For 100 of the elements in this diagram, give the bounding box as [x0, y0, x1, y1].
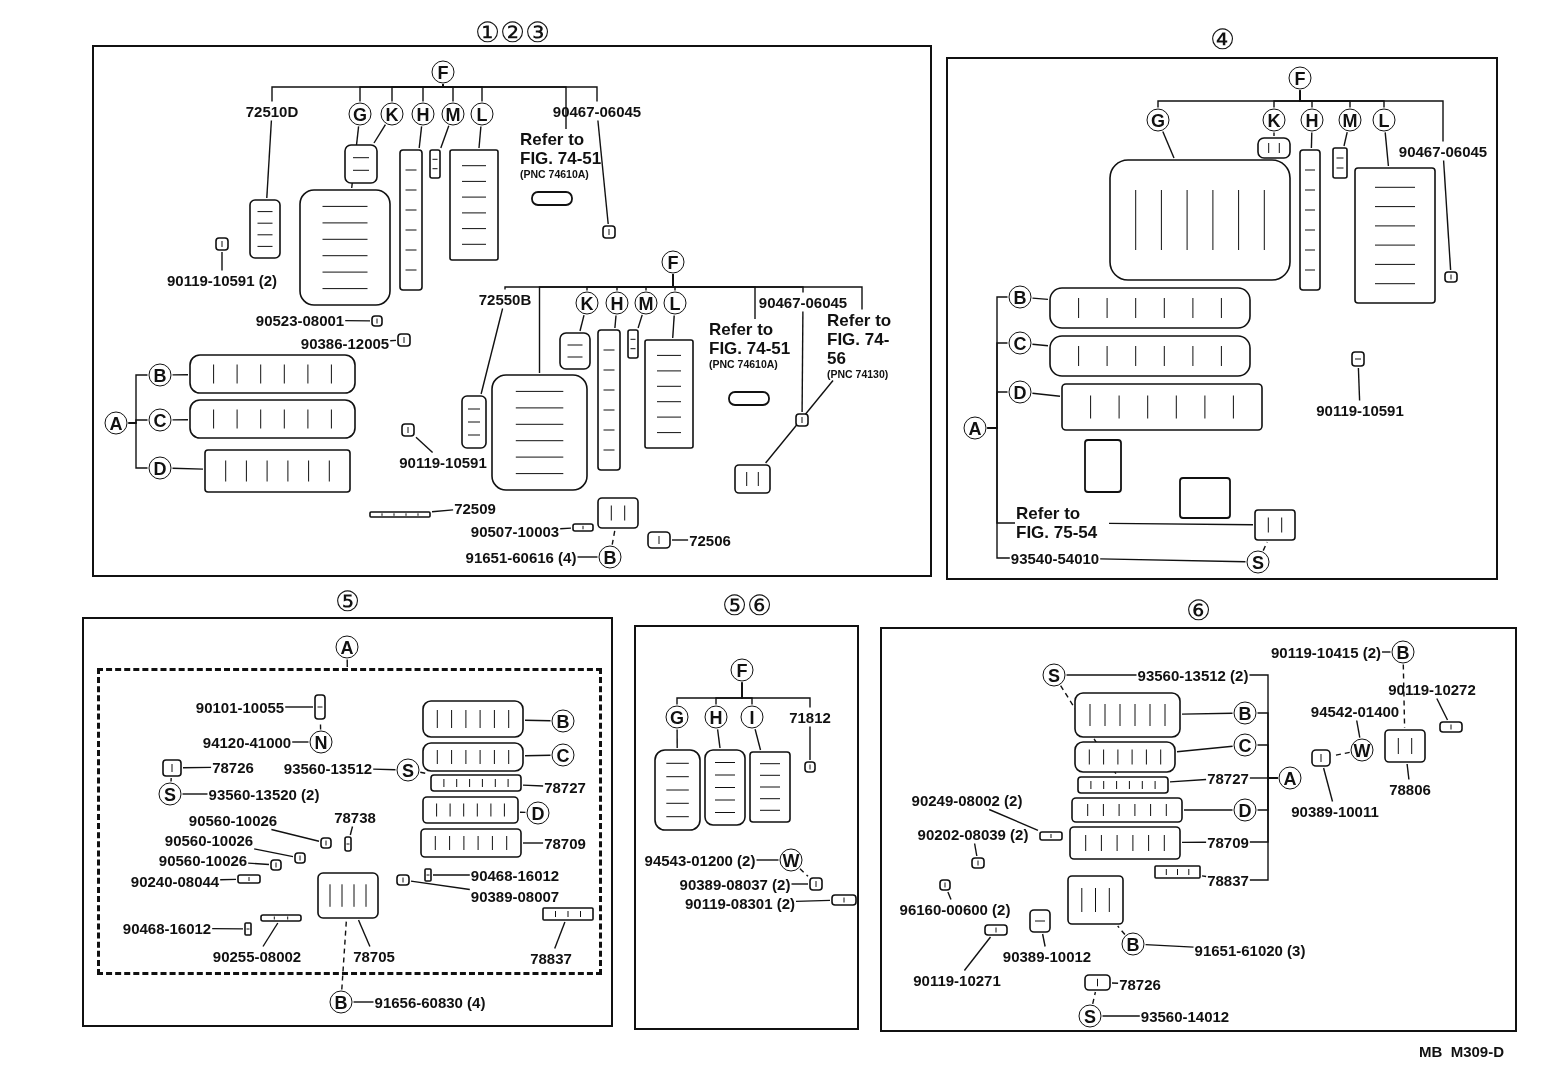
headrest-drawing — [1257, 137, 1291, 159]
part-number: 93560-14012 — [1140, 1007, 1230, 1025]
panel-heading: ⑤ — [335, 586, 360, 618]
seat-frame-drawing — [597, 329, 621, 471]
leader-line — [1031, 392, 1061, 397]
part-number: 90119-10272 — [1388, 680, 1476, 698]
back-board-drawing — [430, 774, 522, 792]
leader-line — [1356, 719, 1361, 739]
leader-line — [415, 436, 434, 454]
part-number: 78727 — [1207, 769, 1249, 787]
leader-line — [614, 314, 617, 329]
leader-line — [597, 119, 609, 225]
cushion-drawing — [1074, 692, 1181, 738]
fastener-icon — [809, 877, 823, 891]
part-number: 90560-10026 — [158, 851, 248, 869]
callout-letter: G — [665, 705, 689, 729]
part-number: 94543-01200 (2) — [644, 851, 756, 869]
leader-line — [671, 539, 689, 541]
cushion-drawing — [1074, 741, 1176, 773]
part-number: 90249-08002 (2) — [911, 791, 1023, 809]
part-number: 90523-08001 — [255, 311, 345, 329]
part-number: 90240-08044 — [130, 872, 220, 890]
leader-line — [171, 374, 189, 376]
reference-note: Refer to FIG. 74-51 — [520, 130, 603, 168]
leader-line — [253, 848, 294, 858]
callout-letter: C — [1233, 733, 1257, 757]
cushion-drawing — [704, 749, 746, 826]
bracket-drawing — [1067, 875, 1124, 925]
part-number: 91651-61020 (3) — [1194, 941, 1306, 959]
leader-line — [1181, 841, 1207, 844]
leader-line — [418, 125, 423, 149]
callout-letter: B — [1391, 640, 1415, 664]
catalog-note: (PNC 74130) — [827, 367, 889, 380]
catalog-note: (PNC 74610A) — [709, 358, 778, 370]
callout-letter: M — [634, 291, 658, 315]
panel-heading: ④ — [1209, 24, 1235, 56]
leader-line — [341, 919, 348, 991]
fastener-icon — [1444, 271, 1458, 283]
back-board-drawing — [1077, 776, 1169, 794]
callout-letter: I — [740, 705, 764, 729]
bracket-line — [672, 273, 863, 311]
fastener-icon — [215, 237, 229, 251]
leader-line — [344, 319, 371, 322]
leader-line — [372, 768, 397, 771]
leader-line — [672, 314, 675, 339]
callout-letter: A — [104, 411, 128, 435]
part-number: 96160-00600 (2) — [899, 900, 1011, 918]
bracket-line — [127, 422, 149, 469]
catalog-note: (PNC 74610A) — [520, 168, 589, 180]
callout-letter: F — [431, 60, 455, 84]
leader-line — [801, 310, 804, 413]
part-number: 90255-08002 — [212, 947, 302, 965]
callout-letter: D — [148, 456, 172, 480]
callout-letter: B — [148, 363, 172, 387]
fastener-icon — [939, 879, 951, 891]
seat-back-drawing — [299, 189, 391, 306]
part-number: 90389-08007 — [470, 887, 560, 905]
leader-line — [349, 825, 354, 836]
leader-line — [579, 314, 585, 332]
reference-note: Refer to FIG. 74-56 — [827, 310, 893, 368]
cushion-drawing — [422, 700, 524, 738]
fastener-icon — [1039, 831, 1063, 841]
leader-line — [291, 741, 310, 743]
leader-line — [1117, 925, 1126, 936]
leader-line — [171, 419, 189, 421]
fastener-icon — [971, 857, 985, 869]
fastener-icon — [804, 761, 816, 773]
fastener-icon — [371, 315, 383, 327]
leader-line — [1310, 131, 1313, 149]
part-number: 72510D — [245, 102, 299, 120]
leader-line — [524, 754, 552, 757]
part-number: 90560-10026 — [188, 811, 278, 829]
leader-line — [1436, 697, 1449, 721]
fastener-icon — [984, 924, 1008, 936]
leader-line — [1092, 991, 1097, 1005]
fastener-icon — [396, 874, 410, 886]
callout-letter: S — [1246, 550, 1270, 574]
leader-line — [1101, 1015, 1141, 1017]
leader-line — [432, 874, 471, 876]
leader-line — [181, 793, 209, 795]
leader-line — [219, 878, 237, 881]
part-number: 90119-10271 — [913, 971, 1001, 989]
callout-letter: N — [309, 730, 333, 754]
part-number: 71812 — [789, 708, 831, 726]
back-board-drawing — [449, 149, 499, 261]
leader-line — [171, 467, 204, 470]
part-number: 91651-60616 (4) — [465, 548, 577, 566]
leader-line — [1169, 778, 1207, 783]
part-number: 90389-10011 — [1291, 802, 1379, 820]
reference-note: Refer to FIG. 75-54 — [1016, 504, 1099, 542]
callout-letter: B — [1233, 701, 1257, 725]
leader-line — [790, 883, 809, 885]
fastener-icon — [162, 759, 182, 777]
seat-back-drawing — [1109, 159, 1291, 281]
part-number: 90202-08039 (2) — [917, 825, 1029, 843]
part-number: 90467-06045 — [758, 293, 848, 311]
callout-letter: S — [1078, 1004, 1102, 1028]
part-number: 72550B — [478, 290, 532, 308]
leader-line — [519, 811, 527, 814]
cover-drawing — [542, 907, 594, 921]
